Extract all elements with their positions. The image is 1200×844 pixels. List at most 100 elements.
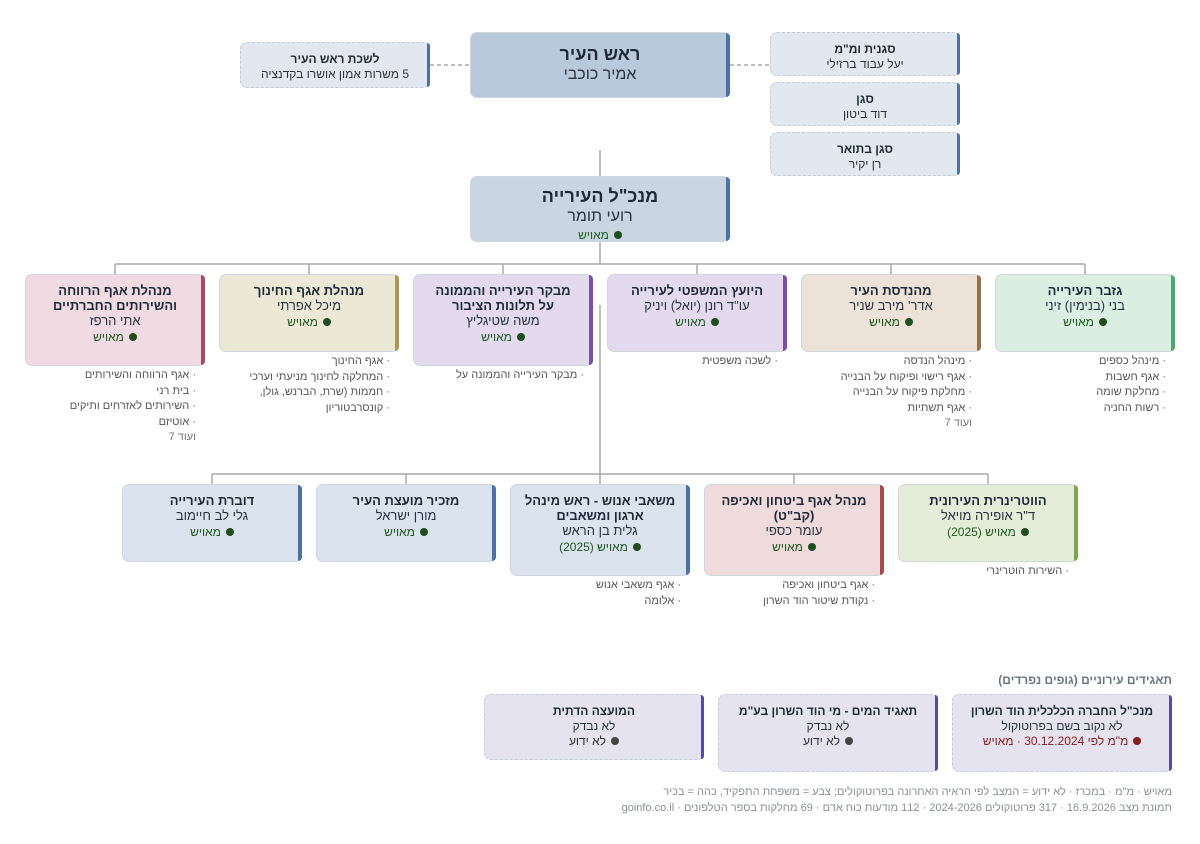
unit-item: · אגף תשתיות	[907, 401, 972, 414]
unit-item: · מינהל כספים	[1099, 355, 1166, 367]
unit-item: · חממות (שרת, הברנש, גולן,	[259, 386, 390, 398]
units-list: · לשכה משפטית	[608, 354, 778, 370]
unit-item: · מינהל הנדסה	[903, 355, 972, 367]
units-list: · מבקר העירייה והממונה על	[414, 368, 584, 384]
role-name: עומר כספי	[765, 523, 823, 538]
status-dot-icon	[225, 528, 234, 536]
status-dot-icon	[710, 318, 719, 326]
board-status: לא ידוע	[485, 733, 703, 749]
role-title: משאבי אנוש - ראש מינהל ארגון ומשאבים	[524, 493, 676, 523]
board-name: לא נבדק	[806, 719, 850, 733]
board-box[interactable]: מנכ"ל החברה הכלכלית הוד השרון לא נקוב בש…	[952, 694, 1172, 772]
board-title: מנכ"ל החברה הכלכלית הוד השרון	[970, 704, 1154, 718]
unit-item: · אגף משאבי אנוש	[595, 579, 681, 591]
role-status: מאויש	[317, 524, 495, 540]
role-status: מאויש	[414, 329, 592, 345]
units-list: · אגף החינוך · המחלקה לחינוך מניעתי וערכ…	[220, 354, 390, 416]
unit-item: · בית רני	[156, 384, 196, 397]
deputy-title: סגנית ומ"מ	[834, 42, 896, 56]
footer-legend: מאויש · מ"מ · במכרז · לא ידוע = המצב לפי…	[663, 786, 1172, 798]
board-box[interactable]: תאגיד המים - מי הוד השרון בע"מ לא נבדק ל…	[718, 694, 938, 772]
status-dot-icon	[322, 318, 331, 326]
role-status: מאויש	[802, 314, 980, 330]
board-name: לא נקוב בשם בפרוטוקול	[1001, 719, 1123, 733]
deputy-box[interactable]: סגנית ומ"מ יעל עבוד ברזילי	[770, 32, 960, 76]
status-dot-icon	[611, 737, 620, 745]
role-title: דוברת העירייה	[169, 493, 255, 508]
role-title: מבקר העירייה והממונה על תלונות הציבור	[435, 283, 571, 313]
role-name: אתי הרפז	[89, 313, 141, 328]
row1-box[interactable]: גזבר העירייה בני (בנימין) זיני מאויש	[995, 274, 1175, 352]
board-name: לא נבדק	[572, 719, 616, 733]
row2-box[interactable]: הווטרינרית העירונית ד"ר אופירה מויאל מאו…	[898, 484, 1078, 562]
units-list: · השירות הוטרינרי	[899, 564, 1069, 580]
row1-box[interactable]: מהנדסת העיר אדר' מירב שניר מאויש	[801, 274, 981, 352]
unit-item: · אלומה	[644, 594, 681, 607]
row1-box[interactable]: מנהלת אגף הרווחה והשירותים החברתיים אתי …	[25, 274, 205, 366]
unit-item: · המחלקה לחינוך מניעתי וערכי	[249, 370, 390, 383]
role-title: מנהלת אגף הרווחה והשירותים החברתיים	[52, 283, 178, 313]
board-box[interactable]: המועצה הדתית לא נבדק לא ידוע	[484, 694, 704, 760]
role-name: עו"ד רונן (יואל) ויניק	[644, 298, 750, 313]
units-list: · אגף הרווחה והשירותים · בית רני · השירו…	[26, 368, 196, 446]
more-units: ועוד 7	[944, 417, 972, 429]
units-list: · אגף משאבי אנוש · אלומה	[511, 578, 681, 609]
board-title: המועצה הדתית	[553, 704, 635, 718]
deputy-box[interactable]: סגן בתואר רן יקיר	[770, 132, 960, 176]
role-name: מורן ישראל	[375, 508, 437, 523]
mayor-office-note: 5 משרות אמון אושרו בקדנציה	[260, 67, 410, 81]
role-status: מאויש (2025)	[511, 539, 689, 555]
unit-item: · מחלקת שומה	[1096, 386, 1166, 398]
ceo-box[interactable]: מנכ"ל העירייה רועי תומר מאויש	[470, 176, 730, 242]
row1-box[interactable]: היועץ המשפטי לעירייה עו"ד רונן (יואל) וי…	[607, 274, 787, 352]
unit-item: · אגף החינוך	[331, 355, 390, 367]
unit-item: · לשכה משפטית	[702, 355, 778, 367]
status-dot-icon	[904, 318, 913, 326]
role-status: מאויש (2025)	[899, 524, 1077, 540]
role-status: מאויש	[26, 329, 204, 345]
unit-item: · השירותים לאזרחים ותיקים	[69, 400, 196, 412]
status-dot-icon	[1098, 318, 1107, 326]
role-name: מיכל אפרתי	[276, 298, 342, 313]
deputy-name: יעל עבוד ברזילי	[826, 57, 904, 71]
mayor-box[interactable]: ראש העיר אמיר כוכבי	[470, 32, 730, 98]
role-status: מאויש	[220, 314, 398, 330]
unit-item: · מבקר העירייה והממונה על	[455, 369, 584, 381]
role-title: מנהל אגף ביטחון ואכיפה (קב"ט)	[721, 493, 867, 523]
unit-item: · מחלקת פיקוח על הבנייה	[852, 386, 972, 398]
deputy-title: סגן	[856, 92, 874, 106]
row1-box[interactable]: מבקר העירייה והממונה על תלונות הציבור מש…	[413, 274, 593, 366]
row2-box[interactable]: משאבי אנוש - ראש מינהל ארגון ומשאבים גלי…	[510, 484, 690, 576]
ceo-name: רועי תומר	[567, 208, 633, 225]
status-dot-icon	[632, 543, 641, 551]
deputy-name: דוד ביטון	[842, 107, 888, 121]
unit-item: · אגף רישוי ופיקוח על הבנייה	[840, 370, 972, 383]
role-status: מאויש	[608, 314, 786, 330]
status-dot-icon	[1020, 528, 1029, 536]
deputy-box[interactable]: סגן דוד ביטון	[770, 82, 960, 126]
row2-box[interactable]: מזכיר מועצת העיר מורן ישראל מאויש	[316, 484, 496, 562]
row1-box[interactable]: מנהלת אגף החינוך מיכל אפרתי מאויש	[219, 274, 399, 352]
role-name: אדר' מירב שניר	[849, 298, 933, 313]
status-dot-icon	[1133, 737, 1142, 745]
status-dot-icon	[613, 231, 622, 239]
role-title: היועץ המשפטי לעירייה	[630, 283, 764, 298]
role-name: גלית בן הראש	[562, 523, 638, 538]
board-title: תאגיד המים - מי הוד השרון בע"מ	[738, 704, 918, 718]
row2-box[interactable]: דוברת העירייה גלי לב חיימוב מאויש	[122, 484, 302, 562]
role-status: מאויש	[996, 314, 1174, 330]
units-list: · מינהל הנדסה · אגף רישוי ופיקוח על הבני…	[802, 354, 972, 432]
status-dot-icon	[516, 333, 525, 341]
more-units: ועוד 7	[168, 431, 196, 443]
status-dot-icon	[807, 543, 816, 551]
mayor-office-box[interactable]: לשכת ראש העיר 5 משרות אמון אושרו בקדנציה	[240, 42, 430, 88]
unit-item: · השירות הוטרינרי	[986, 565, 1069, 577]
role-title: מזכיר מועצת העיר	[352, 493, 460, 508]
mayor-name: אמיר כוכבי	[563, 66, 637, 83]
row2-box[interactable]: מנהל אגף ביטחון ואכיפה (קב"ט) עומר כספי …	[704, 484, 884, 576]
role-status: מאויש	[705, 539, 883, 555]
unit-item: · רשות החניה	[1103, 401, 1166, 414]
footer-source: תמונת מצב 16.9.2026 · 317 פרוטוקולים 202…	[621, 802, 1172, 814]
